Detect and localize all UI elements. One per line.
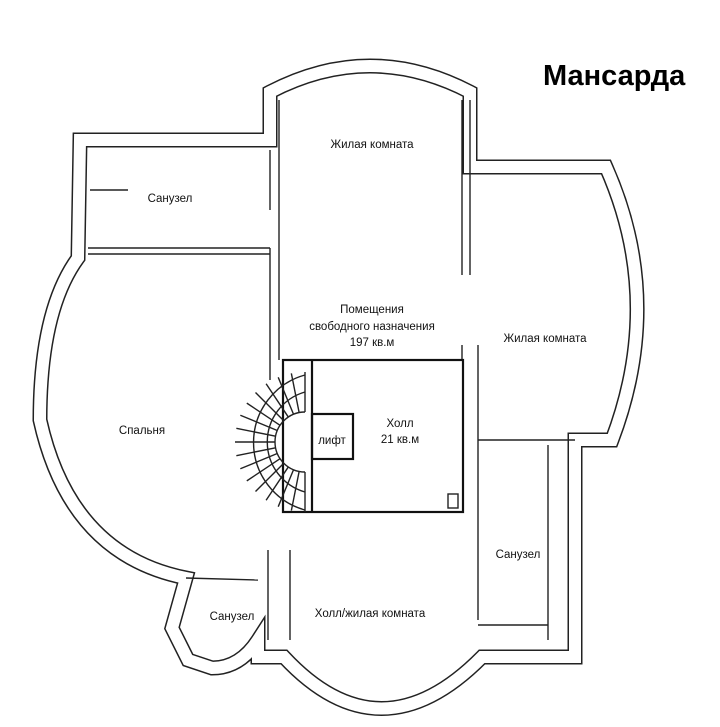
room-label-bath-top-left: Санузел: [148, 193, 193, 205]
room-label-hall-area: 21 кв.м: [381, 434, 419, 446]
interior-walls: [88, 100, 575, 640]
stair-step: [265, 466, 289, 501]
stair-step: [277, 377, 295, 415]
elevator-shaft: [310, 412, 355, 461]
stair-step: [246, 402, 281, 426]
room-label-free-space-line2: свободного назначения: [309, 321, 435, 333]
plan-title: Мансарда: [543, 60, 686, 92]
room-label-elevator: лифт: [318, 435, 346, 447]
stair-step: [240, 414, 278, 432]
room-label-living-right: Жилая комната: [503, 333, 587, 345]
room-label-hall-living-bottom: Холл/жилая комната: [315, 608, 426, 620]
stair-step: [236, 447, 276, 457]
stair-step: [290, 373, 300, 413]
room-label-bedroom: Спальня: [119, 425, 165, 437]
room-label-bath-right: Санузел: [496, 549, 541, 561]
hall-enclosure: [281, 358, 465, 514]
outer-walls: [32, 58, 645, 716]
spiral-staircase: [235, 372, 306, 512]
stair-step: [277, 469, 295, 507]
room-label-living-top: Жилая комната: [330, 139, 414, 151]
stair-step: [236, 427, 276, 437]
room-label-hall: Холл: [386, 418, 413, 430]
stair-step: [240, 452, 278, 470]
stair-step: [255, 462, 285, 492]
stair-step: [246, 458, 281, 482]
room-label-bath-bottom-left: Санузел: [210, 611, 255, 623]
stair-step: [290, 471, 300, 511]
stair-step: [255, 392, 285, 422]
stair-step: [265, 383, 289, 418]
room-label-free-space: Помещения: [340, 304, 404, 316]
room-label-free-space-area: 197 кв.м: [350, 337, 395, 349]
